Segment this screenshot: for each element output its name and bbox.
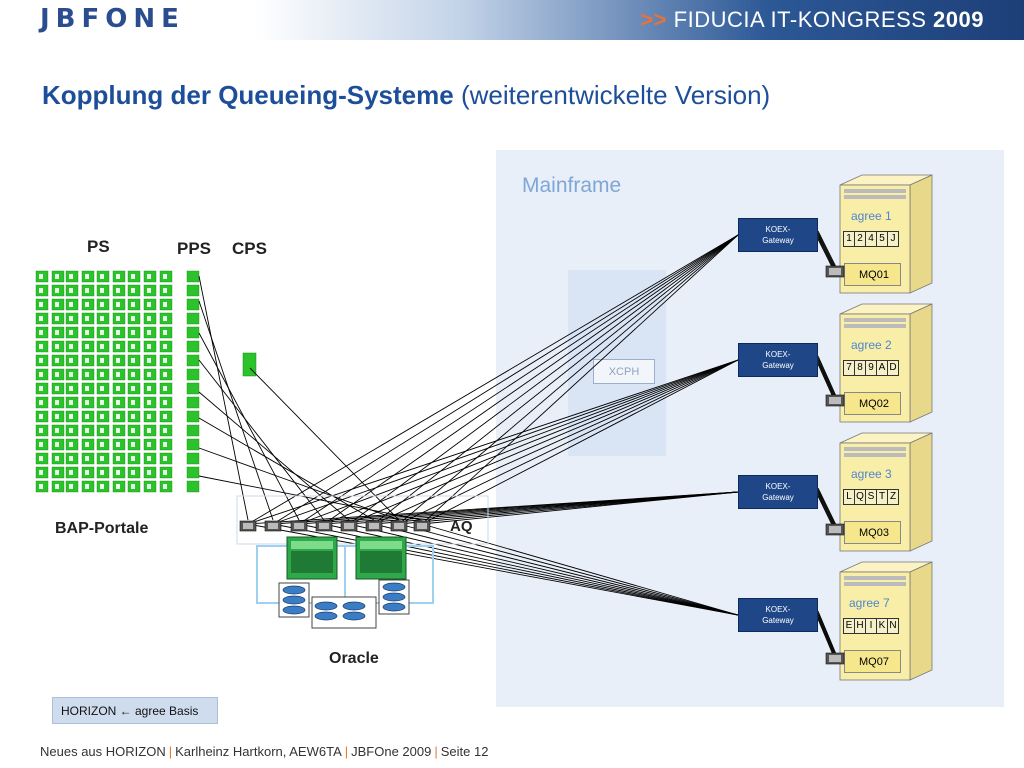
footer-conference: JBFOne 2009 bbox=[351, 744, 432, 759]
footer: Neues aus HORIZON|Karlheinz Hartkorn, AE… bbox=[40, 744, 488, 759]
footer-page: Seite 12 bbox=[440, 744, 489, 759]
congress-banner: >> FIDUCIA IT-KONGRESS 2009 bbox=[640, 7, 984, 33]
pps-node bbox=[186, 466, 200, 479]
aq-queue-row bbox=[239, 520, 431, 532]
bap-portal-grid bbox=[35, 270, 173, 493]
cps-label: CPS bbox=[232, 239, 267, 258]
pps-column bbox=[186, 270, 200, 493]
title-subtitle: (weiterentwickelte Version) bbox=[460, 80, 771, 110]
aq-queue-icon bbox=[390, 520, 408, 532]
footer-separator: | bbox=[344, 744, 349, 759]
pps-node bbox=[186, 396, 200, 409]
congress-title: FIDUCIA IT-KONGRESS bbox=[673, 7, 927, 32]
server-2-agree-label: agree 2 bbox=[851, 338, 892, 352]
koex-gateway-1[interactable]: KOEX-Gateway bbox=[738, 218, 818, 252]
koex-gateway-3[interactable]: KOEX-Gateway bbox=[738, 475, 818, 509]
oracle-label: Oracle bbox=[329, 650, 379, 667]
footer-author: Karlheinz Hartkorn, AEW6TA bbox=[175, 744, 342, 759]
aq-queue-icon bbox=[290, 520, 308, 532]
aq-queue-icon bbox=[264, 520, 282, 532]
pps-node bbox=[186, 438, 200, 451]
pps-node bbox=[186, 354, 200, 367]
server-4-mq[interactable]: MQ07 bbox=[844, 650, 901, 673]
pps-node bbox=[186, 480, 200, 493]
slide-title: Kopplung der Queueing-Systeme (weiterent… bbox=[42, 80, 770, 111]
logo: JBFONE bbox=[40, 4, 185, 34]
footer-event: Neues aus HORIZON bbox=[40, 744, 166, 759]
aq-queue-icon bbox=[340, 520, 358, 532]
pps-node bbox=[186, 284, 200, 297]
title-main: Kopplung der Queueing-Systeme bbox=[42, 80, 454, 110]
aq-label: AQ bbox=[450, 518, 473, 535]
xcph-box: XCPH bbox=[593, 359, 655, 384]
pps-node bbox=[186, 424, 200, 437]
footer-separator: | bbox=[168, 744, 173, 759]
pps-node bbox=[186, 270, 200, 283]
pps-node bbox=[186, 382, 200, 395]
server-1-mq[interactable]: MQ01 bbox=[844, 263, 901, 286]
pps-node bbox=[186, 298, 200, 311]
server-3-mq[interactable]: MQ03 bbox=[844, 521, 901, 544]
horizon-agree-box: HORIZON ← agree Basis bbox=[52, 697, 218, 724]
server-4-agree-label: agree 7 bbox=[849, 596, 890, 610]
oracle-server-right bbox=[355, 536, 407, 580]
congress-year: 2009 bbox=[933, 7, 984, 32]
aq-queue-icon bbox=[239, 520, 257, 532]
aq-queue-icon bbox=[365, 520, 383, 532]
server-2-mq[interactable]: MQ02 bbox=[844, 392, 901, 415]
congress-arrow: >> bbox=[640, 7, 668, 32]
koex-gateway-4[interactable]: KOEX-Gateway bbox=[738, 598, 818, 632]
pps-node bbox=[186, 368, 200, 381]
bap-portale-label: BAP-Portale bbox=[55, 520, 149, 537]
pps-label: PPS bbox=[177, 239, 212, 258]
server-3-agree-label: agree 3 bbox=[851, 467, 892, 481]
mainframe-label: Mainframe bbox=[522, 174, 622, 197]
ps-label: PS bbox=[87, 237, 110, 256]
pps-node bbox=[186, 410, 200, 423]
pps-node bbox=[186, 340, 200, 353]
server-towers bbox=[839, 174, 933, 681]
server-1-agree-label: agree 1 bbox=[851, 209, 892, 223]
oracle-server-left bbox=[286, 536, 338, 580]
koex-gateway-2[interactable]: KOEX-Gateway bbox=[738, 343, 818, 377]
footer-separator: | bbox=[434, 744, 438, 759]
oracle-disks bbox=[282, 582, 406, 621]
header-band bbox=[0, 0, 1024, 40]
aq-queue-icon bbox=[315, 520, 333, 532]
pps-node bbox=[186, 326, 200, 339]
pps-node bbox=[186, 452, 200, 465]
pps-node bbox=[186, 312, 200, 325]
aq-queue-icon bbox=[413, 520, 431, 532]
